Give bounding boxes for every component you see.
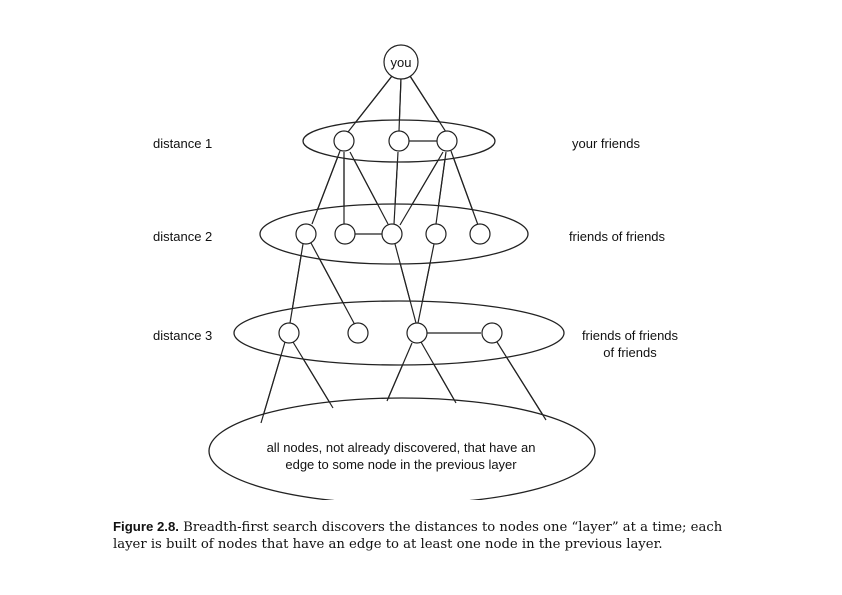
layer-3-node: [481, 322, 503, 344]
layer-2-node: [425, 223, 447, 245]
edge: [496, 341, 547, 421]
layer-1-node: [388, 130, 410, 152]
edge: [435, 151, 447, 225]
figure-caption: Figure 2.8. Breadth-first search discove…: [113, 518, 753, 553]
layer-3-node: [406, 322, 428, 344]
edge: [398, 77, 402, 132]
layer-2-node: [334, 223, 356, 245]
edge: [450, 150, 479, 226]
edge: [409, 75, 447, 133]
layer-1-right-label: your friends: [572, 136, 640, 151]
edge: [420, 341, 457, 404]
edge: [289, 243, 304, 324]
edge: [347, 75, 393, 133]
layer-3-right-label-line-1: friends of friends: [582, 328, 679, 343]
edge: [260, 341, 286, 424]
layer-3-node: [278, 322, 300, 344]
edges-overlay: [260, 75, 547, 424]
figure-number: Figure 2.8.: [113, 519, 179, 534]
edge: [399, 151, 444, 226]
bottom-label-line-2: edge to some node in the previous layer: [285, 457, 517, 472]
layer-1-node: [436, 130, 458, 152]
edge: [386, 342, 413, 402]
layer-1-left-label: distance 1: [153, 136, 212, 151]
layer-ellipse-distance-3: [233, 300, 565, 366]
bfs-layer-diagram: you distance 1 distance 2 distance 3 you…: [153, 44, 679, 500]
caption-text: Breadth-first search discovers the dista…: [113, 520, 723, 552]
layer-2-node: [469, 223, 491, 245]
layer-2-node: [295, 223, 317, 245]
edge: [311, 150, 341, 225]
layer-3-right-label-line-2: of friends: [603, 345, 657, 360]
root-node: [383, 44, 419, 80]
layer-3-node: [347, 322, 369, 344]
root-label: you: [391, 55, 412, 70]
edge: [393, 151, 399, 225]
layer-ellipse-undiscovered: [208, 397, 596, 500]
edge: [349, 151, 389, 225]
layer-2-left-label: distance 2: [153, 229, 212, 244]
edge: [394, 243, 417, 324]
layer-2-node: [381, 223, 403, 245]
edge: [310, 242, 356, 326]
layer-2-right-label: friends of friends: [569, 229, 666, 244]
layer-1-node: [333, 130, 355, 152]
layer-3-left-label: distance 3: [153, 328, 212, 343]
edge: [417, 243, 435, 324]
edge: [292, 341, 334, 409]
bottom-label-line-1: all nodes, not already discovered, that …: [267, 440, 536, 455]
